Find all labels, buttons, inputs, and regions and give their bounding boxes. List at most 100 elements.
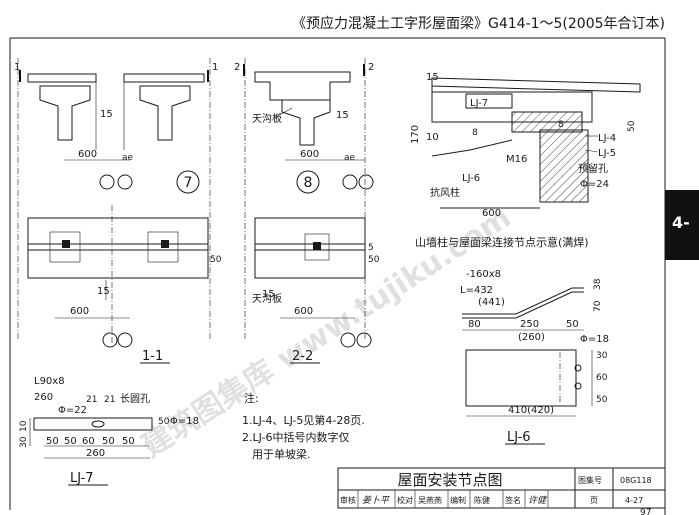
dim-50: 50	[210, 255, 222, 265]
dim-600: 600	[300, 149, 319, 160]
lj6-profile	[462, 291, 584, 319]
dim-15: 15	[262, 289, 275, 300]
dim-60: 60	[596, 373, 608, 383]
dim-50: 50	[627, 120, 637, 132]
drawing-title: 屋面安装节点图	[397, 471, 502, 489]
label-phi24: Φ=24	[580, 179, 609, 190]
dim-8: 8	[472, 128, 478, 138]
dim-21: 21	[86, 395, 97, 405]
dim-38: 38	[593, 278, 603, 290]
gable-column	[539, 129, 589, 203]
dim-10: 10	[426, 132, 439, 143]
dim-total: 260	[86, 448, 105, 459]
role-check: 校对	[397, 495, 413, 505]
detail-7: 1 1 15 600 ae 7	[14, 58, 218, 340]
angle-elevation	[33, 417, 153, 431]
dim-21: 21	[104, 395, 115, 405]
dim-50: 50	[368, 255, 380, 265]
atlas-label: 图集号	[578, 475, 602, 485]
section-marker-right: 1	[212, 62, 218, 73]
weld-plate	[511, 111, 583, 133]
dim-10: 10	[19, 420, 29, 432]
sig-draw: 陈健	[474, 495, 490, 505]
side-tab-label: 4-	[672, 213, 690, 232]
symbol-ae: ae	[122, 153, 134, 163]
side-tab	[665, 190, 699, 260]
label-bolt: M16	[506, 154, 527, 165]
label-lj6: LJ-6	[462, 173, 480, 184]
dim-600: 600	[70, 306, 89, 317]
i-beam-section	[139, 85, 191, 141]
dim-width: 410(420)	[508, 405, 554, 416]
dim-50: 50	[64, 436, 77, 447]
page-label: 页	[590, 496, 598, 505]
dim-15: 15	[100, 109, 113, 120]
roof-slab	[27, 73, 97, 83]
dim-15: 15	[426, 72, 439, 83]
dim-260: (260)	[518, 332, 545, 343]
dim-600: 600	[294, 306, 313, 317]
dim-60: 60	[82, 436, 95, 447]
role-review: 审核	[340, 495, 356, 505]
notes: 注: 1.LJ-4、LJ-5见第4-28页. 2.LJ-6中括号内数字仅 用于单…	[242, 391, 365, 461]
role-draw: 编制	[450, 495, 466, 505]
dim-600: 600	[78, 149, 97, 160]
dim-170: 170	[410, 125, 421, 144]
angle-length: 260	[34, 392, 53, 403]
dim-250: 250	[520, 319, 539, 330]
hole-diameter: Φ=18	[580, 334, 609, 345]
dim-8: 8	[558, 120, 564, 130]
dim-30: 30	[596, 351, 608, 361]
node-caption: 山墙柱与屋面梁连接节点示意(满焊)	[415, 235, 589, 249]
dim-15: 15	[97, 286, 110, 297]
detail-callout-circle	[176, 170, 200, 194]
part-label: LJ-6	[507, 430, 531, 445]
lj6-plan	[465, 349, 577, 407]
lj6-plate-line	[431, 139, 513, 157]
title-block: 屋面安装节点图 图集号 08G118 审核 姜卜平 校对 吴燕燕 编制 陈健 签…	[337, 467, 666, 509]
label-reserved-hole: 预留孔	[578, 162, 608, 175]
plate-length: L=432	[460, 285, 493, 296]
gutter-slab	[254, 71, 351, 101]
sig-review: 姜卜平	[362, 495, 390, 506]
label-column: 抗风柱	[430, 186, 460, 199]
roof-beam-flange	[431, 77, 641, 93]
part-label: LJ-7	[70, 471, 94, 486]
label-lj5: LJ-5	[598, 148, 616, 159]
section-label: 2-2	[292, 349, 313, 364]
dim-50: 50	[158, 417, 170, 427]
dim-30: 30	[19, 436, 29, 448]
label-lj7: LJ-7	[470, 98, 488, 109]
role-sign: 签名	[505, 495, 521, 505]
hole-18: Φ=18	[170, 416, 199, 427]
plate-spec: -160x8	[466, 269, 501, 280]
gutter-slab-label: 天沟板	[252, 112, 282, 125]
note-1: 1.LJ-4、LJ-5见第4-28页.	[242, 413, 365, 427]
page-header-title: 《预应力混凝土工字形屋面梁》G414-1～5(2005年合订本)	[292, 15, 665, 32]
i-beam-section	[281, 99, 331, 146]
detail-callout-circle	[296, 170, 320, 194]
symbol-ae: ae	[344, 153, 356, 163]
dim-50: 50	[122, 436, 135, 447]
plan-1-1: 15 50 600 1-1	[27, 205, 222, 364]
page-number: 4-27	[625, 496, 643, 505]
slot-label: 长圆孔	[120, 393, 150, 405]
plan-2-2: 5 50 15 天沟板 600 2-2	[252, 217, 380, 364]
roof-slab	[123, 73, 205, 83]
plate-length-alt: (441)	[478, 297, 505, 308]
detail-8: 2 2 天沟板 15 600 ae 8	[234, 58, 374, 340]
dim-50: 50	[566, 319, 579, 330]
dim-80: 80	[468, 319, 481, 330]
section-marker-left: 2	[234, 62, 240, 73]
gutter-slab-label: 天沟板	[252, 292, 282, 305]
angle-spec: L90x8	[34, 376, 65, 387]
i-beam-section	[39, 85, 91, 141]
section-label: 1-1	[142, 349, 163, 364]
hole-22: Φ=22	[58, 405, 87, 416]
note-3: 用于单坡梁.	[252, 447, 311, 461]
atlas-number: 08G118	[620, 476, 652, 485]
dim-5: 5	[368, 243, 374, 253]
dim-50: 50	[596, 395, 608, 405]
